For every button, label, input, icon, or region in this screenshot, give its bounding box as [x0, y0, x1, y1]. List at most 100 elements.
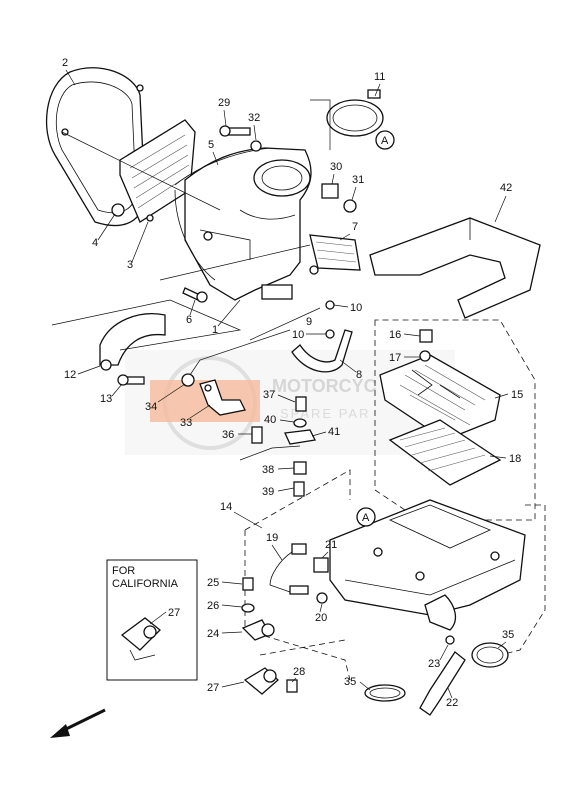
label-35-left: 35: [344, 676, 356, 688]
bracket-33: [199, 379, 246, 416]
clamp-35-right: [471, 642, 509, 668]
label-34: 34: [145, 401, 157, 413]
label-10-bot: 10: [292, 329, 304, 341]
bracket-12: [99, 313, 166, 371]
label-6: 6: [186, 314, 192, 326]
filter-element-18: [388, 419, 502, 486]
label-38: 38: [262, 464, 274, 476]
clip-10b: [325, 329, 335, 339]
label-33: 33: [180, 417, 192, 429]
washer-26: [241, 603, 255, 613]
air-box-14: [329, 499, 526, 631]
label-8: 8: [356, 369, 362, 381]
label-18: 18: [509, 453, 521, 465]
label-21: 21: [325, 539, 337, 551]
inset-line2: CALIFORNIA: [112, 578, 179, 590]
label-15: 15: [511, 389, 523, 401]
screw-4: [111, 203, 125, 217]
marker-a-lower: [356, 507, 376, 527]
foam-element: [369, 217, 541, 319]
front-cover: [45, 67, 146, 227]
label-9: 9: [306, 316, 312, 328]
bolt-36: [251, 426, 263, 444]
watermark-line1: MOTORCYC: [272, 376, 377, 396]
label-11: 11: [374, 71, 385, 83]
label-31: 31: [352, 174, 364, 186]
label-13: 13: [100, 393, 112, 405]
label-5: 5: [208, 139, 214, 151]
arrow-icon: [50, 708, 106, 738]
label-22: 22: [446, 697, 458, 709]
bolt-25: [242, 577, 254, 591]
label-2: 2: [62, 57, 68, 69]
sensor-19: [269, 543, 309, 595]
label-30: 30: [330, 161, 342, 173]
leader-group-36: [239, 445, 301, 461]
watermark-line2: SPARE PAR: [280, 406, 370, 421]
washer-17: [419, 350, 431, 362]
washer-40: [293, 418, 307, 428]
guide-lines: [51, 99, 331, 376]
bolt-13: [117, 374, 145, 386]
label-10-top: 10: [350, 302, 362, 314]
marker-a-top: [375, 130, 395, 150]
label-40: 40: [264, 414, 276, 426]
grommet-38: [293, 461, 307, 475]
valve-24: [241, 619, 275, 641]
label-16: 16: [389, 329, 401, 341]
label-7: 7: [352, 221, 358, 233]
label-29: 29: [218, 97, 230, 109]
collar-39: [293, 481, 305, 497]
label-3: 3: [127, 259, 133, 271]
inset-part-label: 27: [168, 607, 180, 619]
bolt-28: [286, 679, 298, 693]
label-19: 19: [266, 532, 278, 544]
grommet-30: [321, 183, 339, 199]
washer-32: [250, 140, 262, 152]
dashed-line-lower: [259, 639, 346, 656]
collar-31: [343, 199, 357, 213]
grommet-34: [181, 373, 195, 387]
marker-a-top-label: A: [381, 135, 389, 147]
grommet-21: [313, 557, 329, 573]
label-20: 20: [315, 612, 327, 624]
breather-hose-8: [291, 329, 353, 373]
label-4: 4: [92, 237, 98, 249]
label-24: 24: [207, 628, 219, 640]
bolt-37: [295, 396, 307, 412]
label-12: 12: [64, 369, 76, 381]
clamp-11: [326, 89, 384, 137]
callouts: 2 11 29 32 5 30 31 42 4 3 7 6 1 10 9 10 …: [62, 57, 523, 709]
label-42: 42: [500, 182, 512, 194]
label-36: 36: [222, 429, 234, 441]
label-41: 41: [328, 426, 340, 438]
filter-dashed-box: [374, 319, 536, 521]
label-39: 39: [262, 486, 274, 498]
label-35-right: 35: [502, 629, 514, 641]
label-1: 1: [212, 324, 218, 336]
marker-a-lower-label: A: [362, 512, 370, 524]
clamp-35-left: [364, 684, 406, 702]
label-27: 27: [207, 682, 219, 694]
clip-10: [325, 300, 335, 310]
intake-housing: [174, 147, 319, 301]
label-32: 32: [248, 112, 260, 124]
small-filter: [309, 234, 361, 271]
bolt-29: [219, 125, 251, 137]
bracket-41: [284, 429, 316, 445]
clip-20: [316, 592, 328, 604]
label-37: 37: [263, 389, 275, 401]
valve-27: [243, 667, 279, 695]
california-inset: FOR CALIFORNIA 27: [106, 559, 198, 681]
label-28: 28: [293, 666, 305, 678]
label-25: 25: [207, 577, 219, 589]
label-17: 17: [389, 352, 401, 364]
label-23: 23: [428, 658, 440, 670]
bolt-16: [419, 329, 433, 343]
screw-6: [182, 287, 208, 303]
drain-hose-22: [419, 651, 466, 716]
label-14: 14: [220, 501, 232, 513]
label-26: 26: [207, 600, 219, 612]
